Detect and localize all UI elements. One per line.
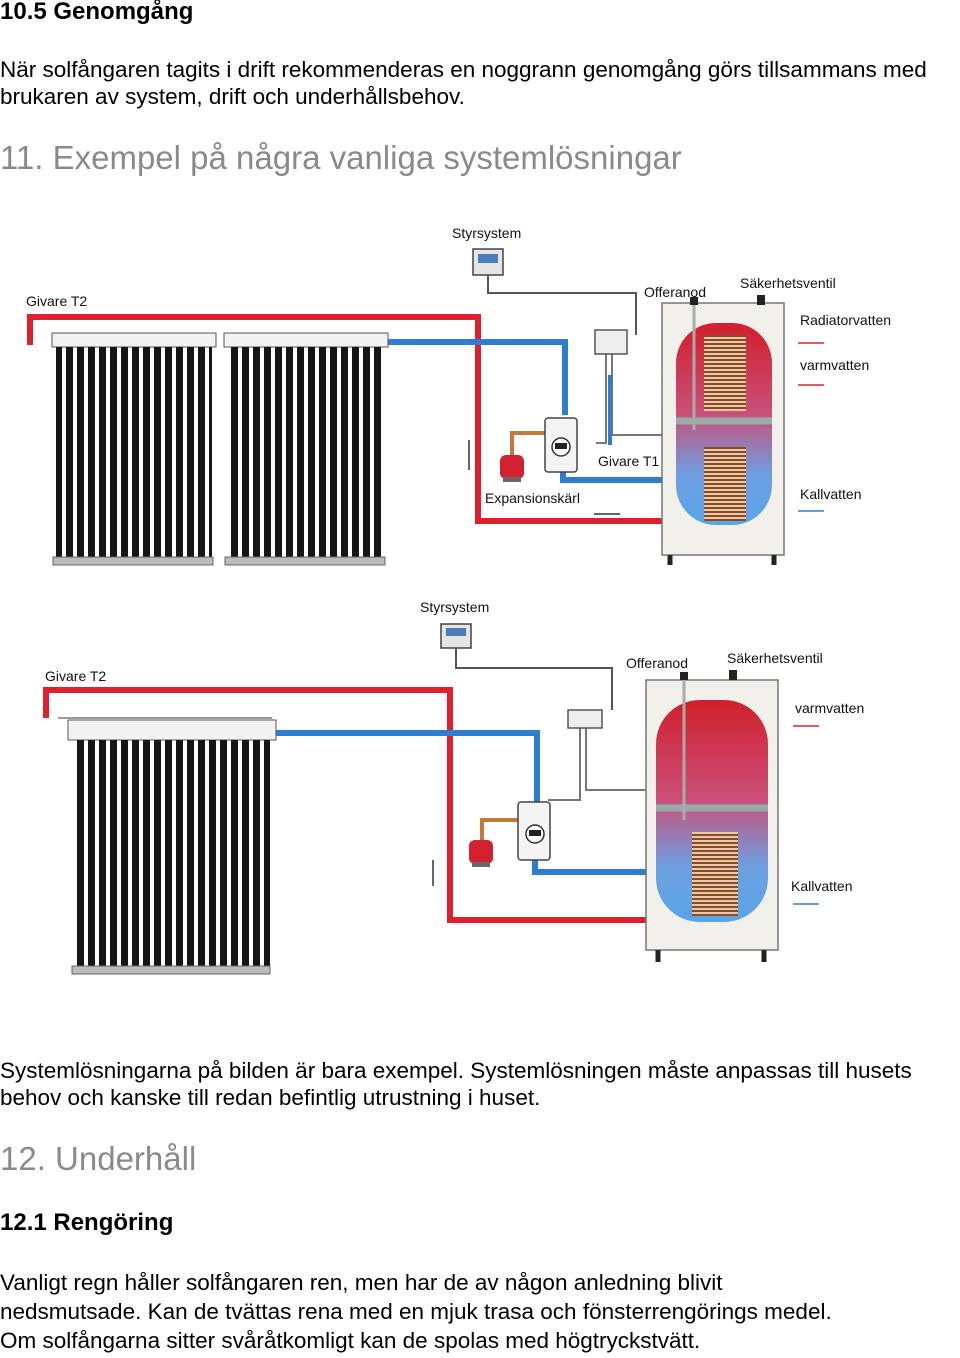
label-givare-t1: Givare T1	[598, 453, 659, 469]
text-line: behov och kanske till redan befintlig ut…	[0, 1085, 541, 1110]
expansion-vessel-icon	[469, 840, 493, 867]
label-kallvatten: Kallvatten	[800, 486, 861, 502]
section-heading-12: 12. Underhåll	[0, 1140, 197, 1177]
label-sakerhetsventil: Säkerhetsventil	[727, 650, 823, 666]
text-line: Systemlösningarna på bilden är bara exem…	[0, 1058, 912, 1083]
controller-icon	[472, 248, 504, 276]
label-expansionskarl: Expansionskärl	[485, 490, 580, 506]
text-line: nedsmutsade. Kan de tvättas rena med en …	[0, 1299, 832, 1324]
label-offeranod: Offeranod	[644, 284, 706, 300]
text-line: brukaren av system, drift och underhålls…	[0, 84, 465, 109]
label-varmvatten: varmvatten	[800, 357, 869, 373]
label-sakerhetsventil: Säkerhetsventil	[740, 275, 836, 291]
section-heading-11: 11. Exempel på några vanliga systemlösni…	[0, 139, 682, 176]
system-diagram-one-collector: Styrsystem Givare T2 Offerano	[43, 599, 864, 975]
expansion-vessel-icon	[500, 455, 524, 482]
text-line: Om solfångarna sitter svåråtkomligt kan …	[0, 1328, 701, 1353]
text-line: När solfångaren tagits i drift rekommend…	[0, 57, 927, 82]
pump-station-icon	[544, 329, 628, 473]
label-givare-t2: Givare T2	[45, 668, 106, 684]
text-line: Vanligt regn håller solfångaren ren, men…	[0, 1270, 723, 1295]
paragraph-rengoring: Vanligt regn håller solfångaren ren, men…	[0, 1268, 832, 1355]
label-styrsystem: Styrsystem	[452, 225, 521, 241]
label-offeranod: Offeranod	[626, 655, 688, 671]
paragraph-note: Systemlösningarna på bilden är bara exem…	[0, 1057, 912, 1111]
solar-collector	[51, 332, 217, 566]
controller-icon	[440, 623, 472, 649]
section-heading-10-5: 10.5 Genomgång	[0, 0, 194, 25]
storage-tank	[661, 295, 785, 565]
section-heading-12-1: 12.1 Rengöring	[0, 1209, 174, 1236]
label-varmvatten: varmvatten	[795, 700, 864, 716]
solar-collector	[223, 332, 389, 566]
paragraph-genomgang: När solfångaren tagits i drift rekommend…	[0, 56, 927, 110]
storage-tank	[645, 670, 779, 962]
system-diagram-two-collectors: Styrsystem Givare T2 Givare T1 Expansion…	[26, 225, 891, 566]
pump-station-icon	[517, 709, 603, 861]
label-styrsystem: Styrsystem	[420, 599, 489, 615]
solar-collector	[67, 719, 277, 975]
label-radiatorvatten: Radiatorvatten	[800, 312, 891, 328]
label-givare-t2: Givare T2	[26, 293, 87, 309]
label-kallvatten: Kallvatten	[791, 878, 852, 894]
